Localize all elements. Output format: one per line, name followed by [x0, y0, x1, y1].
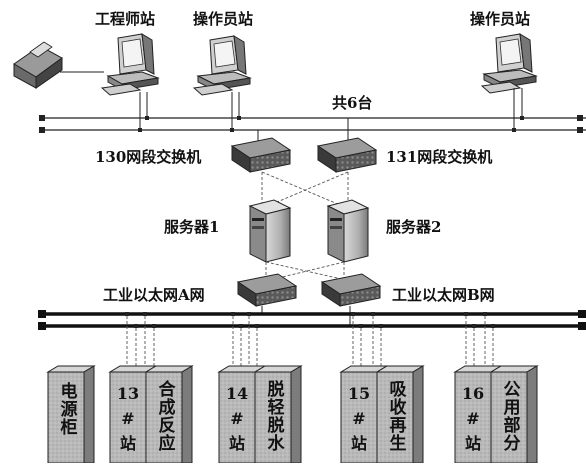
switch-130-icon [230, 137, 292, 173]
station-16-num: 16 [461, 384, 485, 403]
station-16-function: 公用部分 [499, 380, 520, 452]
lower-switch-links [261, 306, 351, 326]
switch-b-icon [320, 273, 382, 307]
station-13-num: 13 [116, 384, 140, 403]
switch-131-icon [316, 137, 378, 173]
station-15-suffix: 站 [350, 433, 367, 453]
printer-icon [13, 41, 104, 89]
station-15-num: 15 [347, 384, 371, 403]
station-16-mark: # [466, 408, 480, 428]
server-2-icon [326, 199, 370, 263]
switch-uplinks [257, 118, 349, 142]
station-16-suffix: 站 [464, 433, 481, 453]
station-16-number: 16 # 站 [455, 382, 491, 456]
operator-station-label-2: 操作员站 [470, 10, 531, 28]
workstation-drop-lines [139, 88, 523, 130]
station-14-suffix: 站 [228, 433, 245, 453]
count-label: 共6台 [332, 94, 373, 112]
server-2-label: 服务器2 [386, 218, 442, 236]
switch-server-links [261, 171, 349, 206]
switch-a-icon [236, 273, 298, 307]
ethernet-b-label: 工业以太网B网 [392, 286, 495, 304]
top-bus [39, 115, 586, 133]
server-1-label: 服务器1 [164, 218, 220, 236]
switch-130-label: 130网段交换机 [95, 148, 202, 166]
station-13-function: 合成反应 [154, 380, 175, 452]
operator-computer-icon-2 [480, 33, 538, 94]
station-14-function: 脱轻脱水 [263, 380, 284, 452]
station-15-mark: # [352, 408, 366, 428]
station-15-function: 吸收再生 [385, 380, 406, 452]
engineer-computer-icon [100, 33, 160, 96]
ethernet-a-label: 工业以太网A网 [103, 286, 205, 304]
station-13-number: 13 # 站 [110, 382, 146, 456]
switch-131-label: 131网段交换机 [386, 148, 493, 166]
station-14-num: 14 [225, 384, 249, 403]
operator-computer-icon-1 [192, 35, 252, 96]
cabinets-graphics [46, 365, 539, 464]
engineer-station-label: 工程师站 [95, 10, 156, 28]
server-1-icon [248, 199, 292, 263]
operator-station-label-1: 操作员站 [193, 10, 254, 28]
ethernet-bus [38, 310, 586, 330]
cabinet-drop-lines [126, 316, 494, 370]
station-14-mark: # [230, 408, 244, 428]
station-15-number: 15 # 站 [341, 382, 377, 456]
station-14-number: 14 # 站 [219, 382, 255, 456]
bus-taps [125, 312, 495, 328]
power-cabinet-label: 电源柜 [56, 382, 77, 436]
station-13-mark: # [121, 408, 135, 428]
station-13-suffix: 站 [119, 433, 136, 453]
